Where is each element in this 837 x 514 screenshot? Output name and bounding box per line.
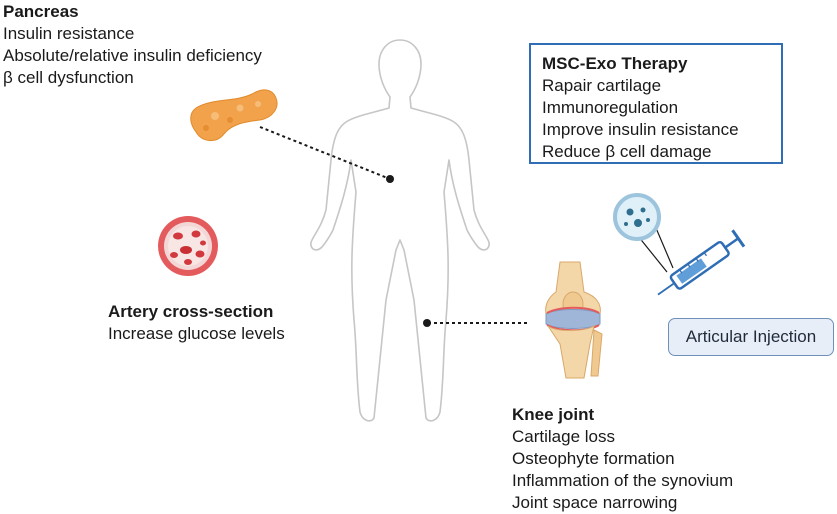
therapy-line: Rapair cartilage	[542, 76, 662, 95]
pancreas-title: Pancreas	[3, 2, 79, 21]
artery-annotation: Artery cross-section Increase glucose le…	[108, 301, 285, 345]
msc-exo-therapy-box: MSC-Exo Therapy Rapair cartilage Immunor…	[529, 43, 783, 164]
artery-cross-section-icon	[158, 216, 218, 276]
knee-title: Knee joint	[512, 405, 595, 424]
knee-pointer-dot	[423, 319, 431, 327]
artery-line: Increase glucose levels	[108, 324, 285, 343]
pancreas-connector	[259, 126, 391, 180]
human-body-outline	[310, 39, 490, 422]
knee-joint-icon	[545, 261, 603, 379]
syringe-icon	[657, 229, 746, 296]
connector-lines	[259, 126, 527, 324]
pancreas-pointer-dot	[386, 175, 394, 183]
therapy-title: MSC-Exo Therapy	[542, 54, 688, 73]
knee-line: Cartilage loss	[512, 427, 615, 446]
pancreas-annotation: Pancreas Insulin resistance Absolute/rel…	[3, 1, 262, 89]
therapy-line: Immunoregulation	[542, 98, 679, 117]
knee-line: Osteophyte formation	[512, 449, 675, 468]
pancreas-line: Insulin resistance	[3, 24, 135, 43]
articular-injection-label: Articular Injection	[668, 318, 834, 356]
therapy-line: Improve insulin resistance	[542, 120, 739, 139]
therapy-line: Reduce β cell damage	[542, 142, 712, 161]
artery-title: Artery cross-section	[108, 302, 274, 321]
pancreas-icon	[190, 89, 278, 141]
pancreas-line: β cell dysfunction	[3, 68, 134, 87]
knee-line: Joint space narrowing	[512, 493, 678, 512]
exosome-magnifier-icon	[613, 193, 674, 273]
pancreas-line: Absolute/relative insulin deficiency	[3, 46, 262, 65]
knee-line: Inflammation of the synovium	[512, 471, 734, 490]
knee-annotation: Knee joint Cartilage loss Osteophyte for…	[512, 404, 733, 514]
